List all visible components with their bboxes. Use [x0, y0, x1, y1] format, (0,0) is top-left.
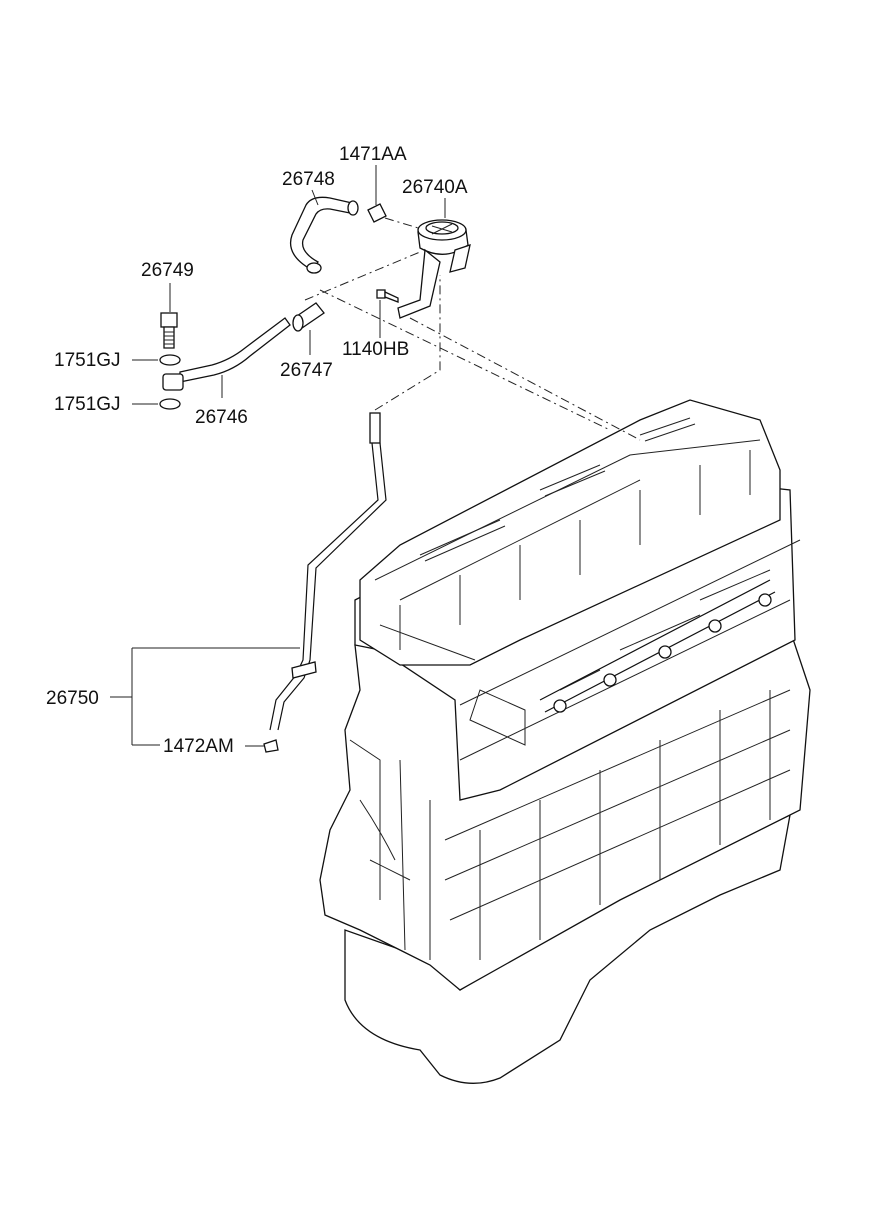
gasket-1751GJ-top [159, 354, 181, 366]
dipstick-tube [269, 442, 379, 731]
injector-port-2 [603, 673, 617, 687]
dipstick-tube-inner [277, 442, 387, 731]
dash-to-head-1 [319, 289, 611, 431]
dipstick-assembly-26750 [263, 412, 387, 753]
banjo-fitting [162, 373, 184, 391]
injector-port-4 [708, 619, 722, 633]
rocker-cover-bolts [399, 450, 751, 650]
injector-port-1 [553, 699, 567, 713]
dash-dipstick [374, 275, 441, 411]
label-1140HB: 1140HB [342, 339, 409, 360]
label-1751GJ-top: 1751GJ [54, 350, 121, 371]
injector-port-5 [758, 593, 772, 607]
hose-26748-end [347, 200, 359, 216]
leader-26748 [311, 189, 319, 206]
hose-26748 [289, 196, 353, 271]
rocker-cover-top [374, 439, 761, 661]
block-left-face [349, 739, 431, 960]
block-ribs [444, 689, 791, 960]
leader-26750 [110, 647, 300, 746]
hose-26747 [292, 302, 325, 332]
dash-1471AA [384, 217, 426, 231]
engine-block [319, 399, 811, 1084]
tube-bracket [291, 661, 317, 679]
dash-26747 [304, 251, 421, 301]
bolt-1140HB [376, 289, 399, 303]
dash-to-head-2 [409, 317, 641, 441]
clip-1471AA [367, 203, 387, 223]
bolt-26749 [160, 312, 178, 349]
cover-ridges [419, 417, 696, 562]
hose-26748-end2 [306, 262, 322, 274]
gasket-1751GJ-bottom [159, 398, 181, 410]
label-1751GJ-bottom: 1751GJ [54, 394, 121, 415]
label-26747: 26747 [280, 360, 333, 381]
injector-port-3 [658, 645, 672, 659]
dipstick-handle [369, 412, 381, 444]
clip-1472AM [263, 739, 279, 753]
label-26748: 26748 [282, 169, 335, 190]
head-details [459, 539, 801, 761]
callout-leaders [110, 165, 446, 747]
pipe-26746 [179, 317, 291, 383]
label-26746: 26746 [195, 407, 248, 428]
oil-pan [344, 813, 791, 1084]
leader-lines [304, 217, 641, 441]
rocker-cover [359, 399, 781, 666]
label-26750: 26750 [46, 688, 99, 709]
part-labels: 1471AA 26748 26740A 26749 1751GJ 26747 1… [46, 144, 468, 757]
label-1472AM: 1472AM [163, 736, 234, 757]
label-26740A: 26740A [402, 177, 468, 198]
breather-26740A [397, 219, 471, 319]
breather-assembly [159, 196, 471, 410]
label-26749: 26749 [141, 260, 194, 281]
label-1471AA: 1471AA [339, 144, 407, 165]
